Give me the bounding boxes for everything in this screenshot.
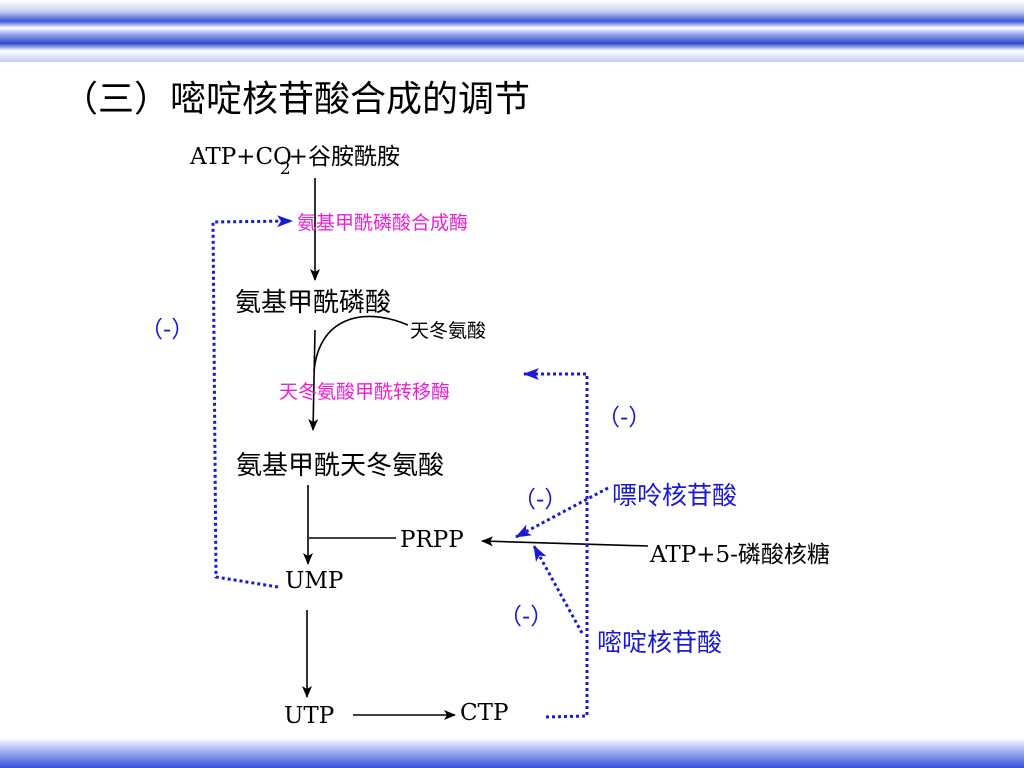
node-carbamoyl-phosphate: 氨基甲酰磷酸 <box>235 288 392 318</box>
activation-purine-to-prpp <box>515 486 609 539</box>
inhibition-label-purine: （-） <box>513 487 568 513</box>
arrow-cp-to-ca <box>308 329 319 431</box>
node-substrate: ATP+CO2+谷胺酰胺 <box>190 137 401 179</box>
substrate-subscript: 2 <box>279 159 291 179</box>
substrate-rest: +谷胺酰胺 <box>288 144 401 170</box>
node-atp-ribose: ATP+5-磷酸核糖 <box>650 542 830 568</box>
activation-pyrimidine-to-prpp <box>532 545 584 634</box>
feedback-ctp-to-atcase <box>523 368 589 719</box>
arrow-atp-to-prpp <box>481 536 649 547</box>
node-aspartate: 天冬氨酸 <box>410 320 487 342</box>
node-carbamoyl-aspartate: 氨基甲酰天冬氨酸 <box>236 451 445 481</box>
effector-pyrimidine: 嘧啶核苷酸 <box>597 628 723 657</box>
header-band <box>0 0 1024 62</box>
substrate-text: ATP+CO <box>190 144 292 170</box>
node-prpp: PRPP <box>400 527 464 553</box>
feedback-ump-to-cps <box>211 215 293 589</box>
enzyme-atcase: 天冬氨酸甲酰转移酶 <box>279 381 451 403</box>
inhibition-label-atcase: （-） <box>597 405 652 431</box>
footer-band <box>0 738 1024 768</box>
node-ctp: CTP <box>460 700 509 726</box>
enzyme-cps: 氨基甲酰磷酸合成酶 <box>297 212 469 234</box>
inhibition-label-cps: （-） <box>140 317 195 343</box>
arrow-aspartate-curve <box>313 315 409 373</box>
node-ump: UMP <box>285 568 344 594</box>
inhibition-label-pyrimidine: （-） <box>499 604 554 630</box>
node-utp: UTP <box>284 703 335 729</box>
effector-purine: 嘌呤核苷酸 <box>612 481 738 510</box>
slide-title: （三）嘧啶核苷酸合成的调节 <box>62 79 531 120</box>
